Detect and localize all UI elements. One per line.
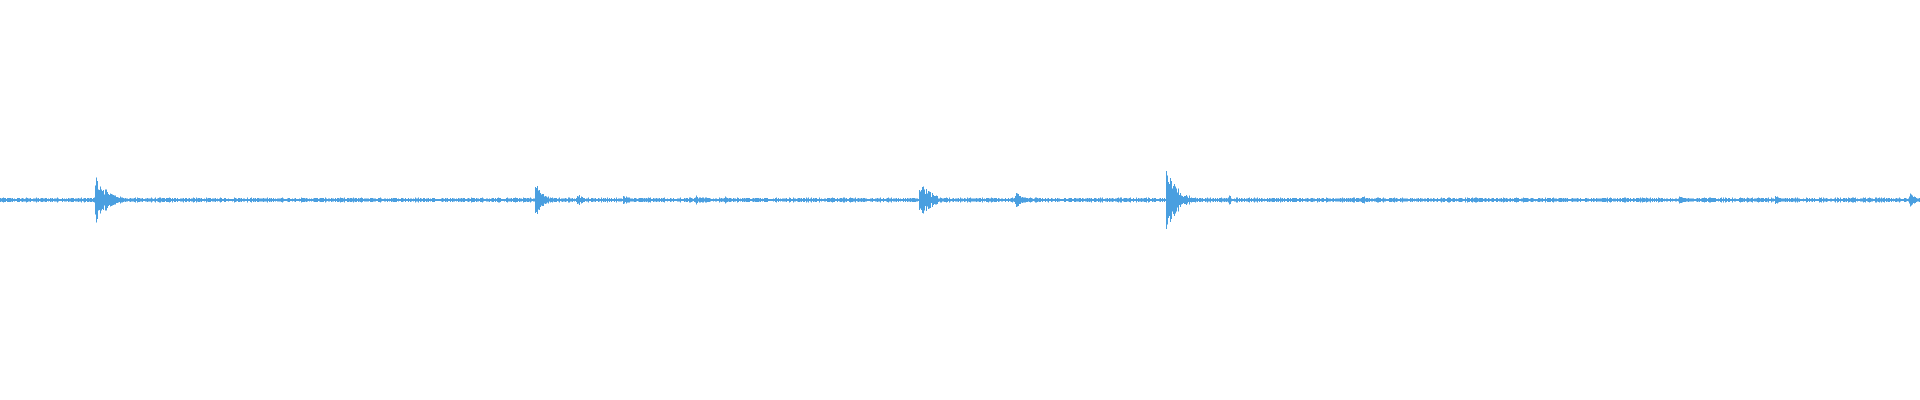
- waveform-trace: [0, 171, 1920, 229]
